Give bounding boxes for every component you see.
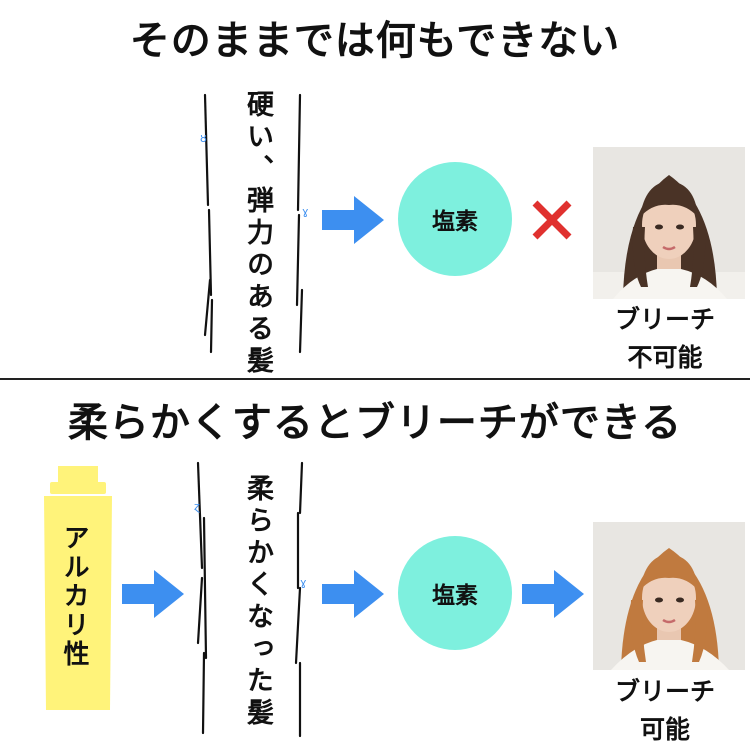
hair-mark: ɣ	[302, 205, 309, 218]
arrow-right-icon	[322, 570, 384, 618]
woman-portrait-dark-hair	[593, 147, 745, 299]
alkaline-tube-icon	[44, 466, 112, 710]
bottom-title: 柔らかくするとブリーチができる	[67, 400, 683, 446]
impossible-label: 不可能	[627, 343, 703, 372]
hair-strands-bottom: ɀ ɣ	[194, 461, 307, 738]
chlorine-label: 塩素	[432, 209, 478, 235]
woman-portrait-light-hair	[593, 522, 745, 670]
hair-strand	[298, 461, 304, 515]
bleach-label-top: ブリーチ	[614, 305, 715, 334]
hair-strand	[201, 651, 206, 735]
hair-strand	[196, 461, 204, 570]
arrow-right-icon	[522, 570, 584, 618]
hair-strand	[294, 586, 302, 665]
hair-strand	[298, 288, 304, 354]
alkaline-label: アルカリ性	[59, 524, 89, 669]
top-title: そのままでは何もできない	[129, 18, 621, 64]
hair-mark: ȣ	[200, 132, 207, 145]
hair-strand	[196, 576, 204, 645]
hair-strand	[202, 516, 208, 660]
hair-strand	[295, 213, 301, 307]
hair-strand	[209, 298, 214, 354]
softened-hair-label: 柔らかくなった髪	[242, 474, 273, 730]
hair-mark: ɀ	[194, 500, 200, 513]
hair-strands-top: ȣ ɣ	[200, 93, 309, 354]
possible-label: 可能	[639, 715, 690, 744]
chlorine-label: 塩素	[432, 583, 478, 609]
bleach-label-bottom: ブリーチ	[614, 677, 715, 706]
arrow-right-icon	[322, 196, 384, 244]
arrow-right-icon	[122, 570, 184, 618]
hair-strand	[203, 278, 212, 337]
section-divider	[0, 378, 750, 380]
hair-strand	[203, 93, 210, 207]
cross-icon	[532, 200, 572, 240]
chlorine-circle-bottom: 塩素	[398, 536, 512, 650]
hair-strand	[296, 93, 302, 212]
chlorine-circle-top: 塩素	[398, 162, 512, 276]
hair-mark: ɣ	[300, 576, 307, 589]
hard-hair-label: 硬い、弾力のある髪	[242, 90, 273, 378]
